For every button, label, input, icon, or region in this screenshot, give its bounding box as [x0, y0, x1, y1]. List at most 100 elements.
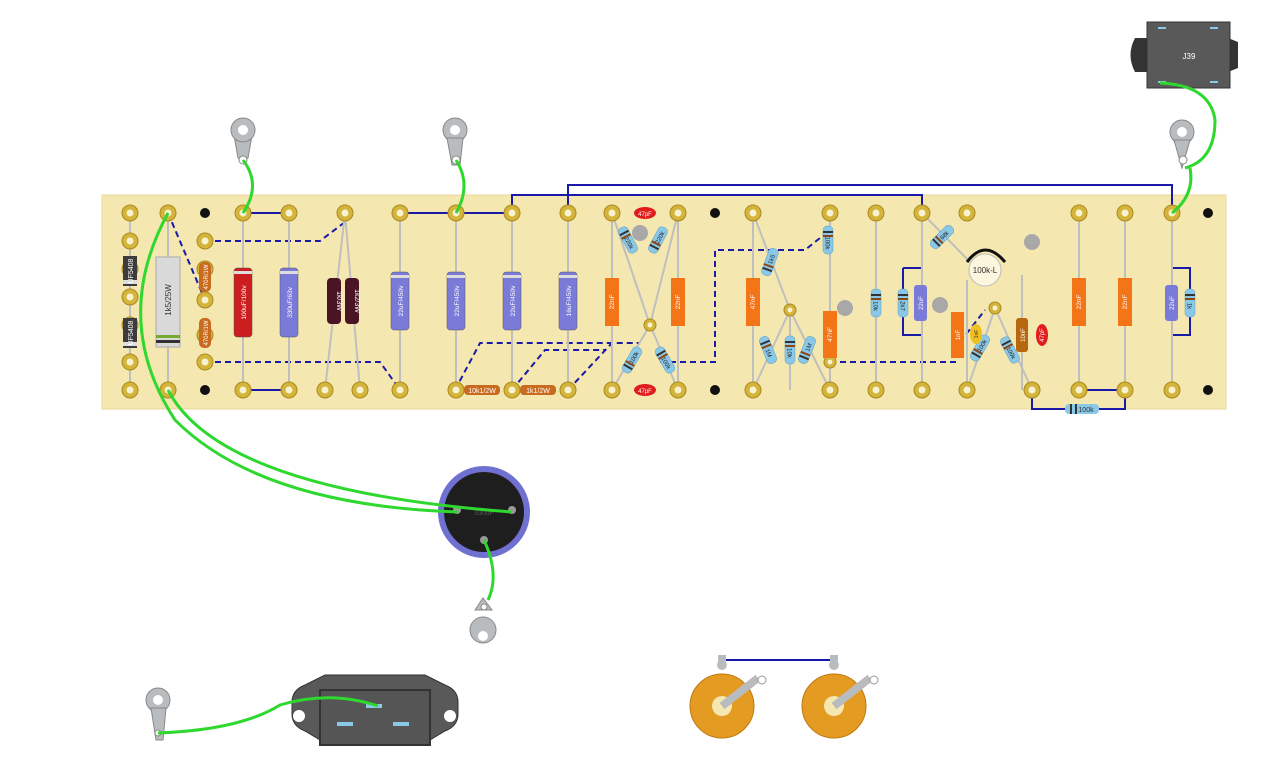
cap-1nf-yellow-label: 1nF [974, 330, 980, 339]
potentiometer-1 [689, 655, 767, 739]
cap-10nf: 10nF [1016, 318, 1028, 352]
eyelet [280, 204, 298, 222]
eyelet [1116, 381, 1134, 399]
small-resistor: 1M [798, 336, 816, 364]
cap-22uf-2: 22uF [1165, 285, 1178, 321]
electrolytic-cap: 22uF/450v [502, 271, 522, 331]
eyelet [603, 204, 621, 222]
eyelet [316, 381, 334, 399]
eyelet [503, 204, 521, 222]
ceramic-cap-3: 47pF [1036, 324, 1048, 346]
grey-pads [632, 225, 1040, 316]
mounting-holes [200, 208, 1213, 395]
eyelet [1023, 381, 1041, 399]
ceramic-cap-1: 47pF [634, 207, 656, 219]
resistor-470r-1-label: 470R/1W [204, 264, 210, 289]
eyelet [958, 204, 976, 222]
film-cap: 22nF [605, 278, 619, 326]
eyelet [988, 301, 1002, 315]
eyelet [121, 232, 139, 250]
small-resistor-label: 1k5 [768, 254, 777, 266]
eyelet [958, 381, 976, 399]
small-resistor: 1k [1184, 288, 1196, 318]
small-resistor-label: 220k [655, 230, 667, 245]
filter-cap-label: 330uF [474, 510, 494, 517]
cap-10nf-label: 10nF [1021, 328, 1027, 342]
eyelet [744, 381, 762, 399]
eyelet [196, 291, 214, 309]
cap-1nf-yellow: 1nF [970, 324, 982, 344]
electrolytic-cap-label: 22uF/450v [454, 285, 461, 316]
eyelet [744, 204, 762, 222]
eyelet [196, 232, 214, 250]
potentiometer-2 [801, 655, 879, 739]
eyelet [1070, 204, 1088, 222]
small-resistor: 100k [969, 334, 991, 362]
electrolytic-cap-label: 22uF/450v [510, 285, 517, 316]
small-resistor-label: 100k [824, 236, 830, 250]
small-resistor-label: 1M [805, 343, 814, 353]
eyelet [121, 204, 139, 222]
electrolytic-cap: 22uF/450v [446, 271, 466, 331]
film-cap-label: 22nF [609, 295, 616, 310]
cap-1nf-1: 1nF [951, 312, 964, 358]
film-cap-label: 22nF [1076, 295, 1083, 310]
electrolytic-cap: 16uF/450v [558, 271, 578, 331]
ceramic-cap-1-label: 47pF [638, 212, 652, 218]
small-resistor: 220k [618, 226, 638, 254]
small-resistor-label: 100k [1004, 346, 1016, 361]
resistor-half-w-1: 10k1/2W [464, 385, 500, 395]
small-resistor: 2k7 [897, 288, 909, 318]
film-cap: 22nF [1118, 278, 1132, 326]
eyelet [1163, 381, 1181, 399]
resistor-half-w-1-label: 10k1/2W [468, 388, 496, 395]
solder-lug-3 [1169, 119, 1195, 170]
small-resistor-label: 10k [872, 301, 878, 312]
film-cap: 47nF [823, 311, 837, 358]
green-wires [139, 81, 1217, 735]
ceramic-cap-2: 47pF [634, 384, 656, 396]
resistor-470r-2-label: 470R/1W [204, 320, 210, 345]
eyelet [913, 381, 931, 399]
small-resistor: 100k [1000, 336, 1020, 364]
small-resistor: 1M [759, 336, 777, 364]
film-caps: 22nF 22nF 47nF 47nF 22nF 22nF [605, 278, 1132, 358]
eyelet [867, 381, 885, 399]
output-jack-label: J39 [1183, 52, 1196, 61]
eyelet [121, 381, 139, 399]
eyelets [121, 204, 1181, 399]
power-inlet [291, 674, 459, 746]
eyelet [821, 381, 839, 399]
resistor-bottom-100k-label: 100k [1078, 407, 1094, 414]
small-resistor: 10k [870, 288, 882, 318]
diode-1: UF5408 [123, 256, 137, 286]
resistor-half-w-2-label: 1k1/2W [526, 388, 550, 395]
small-resistor-label: 2k7 [899, 301, 905, 311]
eyelet [867, 204, 885, 222]
small-resistor-label: 1M [763, 348, 772, 358]
eyelet [351, 381, 369, 399]
eyelet [503, 381, 521, 399]
film-cap-label: 22nF [675, 295, 682, 310]
eyelet [603, 381, 621, 399]
electrolytic-cap-label: 16uF/450v [566, 285, 573, 316]
small-resistors: 220k 220k 100k 100k 1k5 1M 10k 1M 100k 10k 2k7 68k 1… [618, 224, 1196, 374]
film-cap: 47nF [746, 278, 760, 326]
eyelet [1116, 204, 1134, 222]
small-resistor-label: 10k [786, 348, 792, 359]
small-resistor: 10k [784, 335, 796, 365]
resistor-3w-1-label: 1k/3W [335, 291, 342, 311]
trimmer-pot: 100k-L [965, 248, 1007, 287]
small-resistor-label: 1k [1186, 303, 1192, 310]
eyelet [559, 381, 577, 399]
resistor-3w-2: 1k2/3W [345, 278, 360, 324]
film-cap-label: 22nF [1122, 295, 1129, 310]
small-resistor-label: 68k [940, 230, 952, 242]
diode-2: UF5408 [123, 318, 137, 348]
solder-lug-5 [145, 687, 171, 741]
solder-lug-4 [469, 597, 497, 644]
cap-22uf-1-label: 22uF [919, 296, 925, 310]
filter-cap-can: 330uF [438, 466, 530, 558]
